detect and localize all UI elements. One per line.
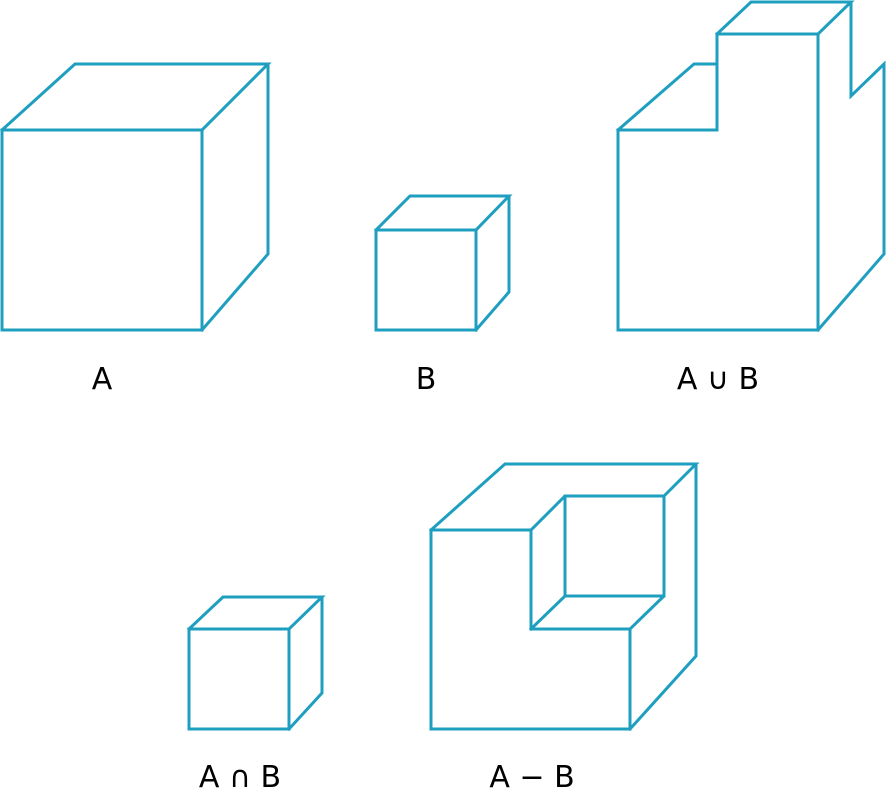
cube-a	[0, 62, 272, 333]
union-tower-top-face	[714, 0, 855, 37]
cube-b-top-face	[373, 194, 513, 233]
cube-a-side-face	[199, 62, 270, 333]
difference-top-face	[428, 462, 700, 533]
label-a: A	[92, 362, 113, 397]
difference-solid	[428, 462, 700, 732]
difference-side-face	[627, 462, 698, 732]
difference-notch-right-wall	[627, 494, 666, 632]
union-solid	[615, 0, 886, 333]
union-outline	[616, 32, 820, 332]
label-b: B	[416, 362, 437, 397]
intersection-top-face	[186, 595, 326, 632]
label-intersection: A ∩ B	[199, 760, 281, 789]
cube-b	[373, 194, 513, 333]
union-tower-side-face	[815, 0, 886, 333]
label-union: A ∪ B	[677, 362, 759, 397]
cube-intersection	[186, 595, 326, 732]
cube-b-front-face	[374, 228, 478, 332]
intersection-front-face	[187, 627, 291, 731]
label-difference: A − B	[489, 760, 574, 789]
cube-b-side-face	[473, 194, 511, 333]
difference-notch-floor	[528, 594, 666, 632]
intersection-side-face	[286, 595, 324, 732]
cube-a-top-face	[0, 62, 272, 133]
cube-a-front-face	[0, 128, 204, 332]
union-left-top-face	[615, 62, 719, 133]
